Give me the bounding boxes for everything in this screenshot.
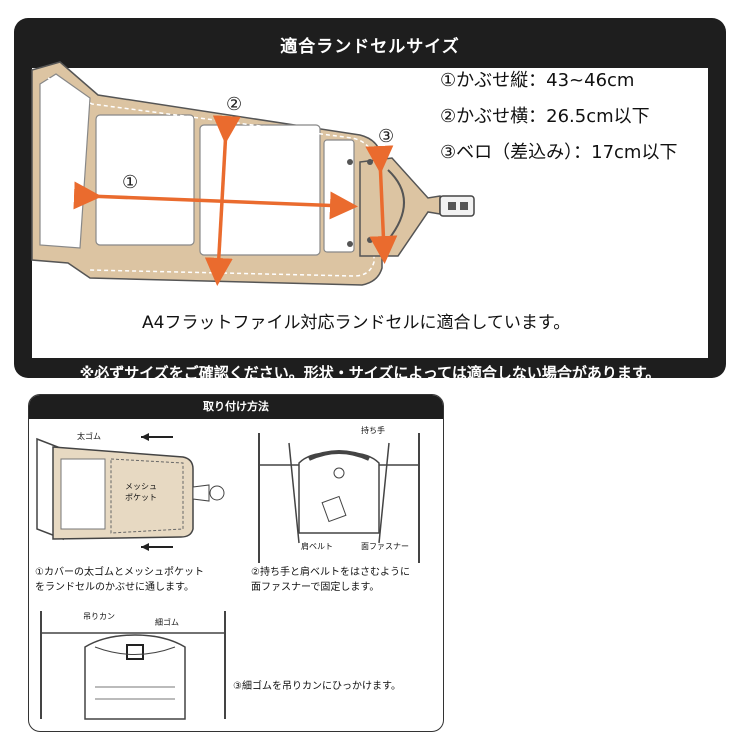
size-notice: ※必ずサイズをご確認ください。形状・サイズによっては適合しない場合があります。 <box>79 364 661 382</box>
label-handle: 持ち手 <box>361 426 385 435</box>
marker-1: ① <box>122 172 138 193</box>
label-fastener: 面ファスナー <box>361 542 409 551</box>
step3-text: ③細ゴムを吊りカンにひっかけます。 <box>233 681 401 692</box>
buckle <box>439 195 475 217</box>
label-thin-band: 細ゴム <box>155 618 179 627</box>
compatibility-note: A4フラットファイル対応ランドセルに適合しています。 <box>142 313 571 333</box>
spec-width: ②かぶせ横：26.5cm以下 <box>440 106 650 127</box>
step2-text: ②持ち手と肩ベルトをはさむように 面ファスナーで固定します。 <box>251 567 410 593</box>
marker-2: ② <box>226 94 242 115</box>
arrow-bero <box>365 145 398 264</box>
howto-panel: 取り付け方法 太ゴム メッシュ ポケット ①カバーの太ゴムとメッシュポケット を… <box>28 394 444 732</box>
spec-bero: ③ベロ（差込み）：17cm以下 <box>440 142 678 163</box>
spec-height: ①かぶせ縦：43~46cm <box>440 70 635 91</box>
label-thick-band: 太ゴム <box>77 432 101 441</box>
step3-illustration <box>40 611 226 720</box>
marker-3: ③ <box>378 126 394 147</box>
label-mesh-pocket: メッシュ ポケット <box>125 482 157 502</box>
step1-illustration <box>36 433 225 551</box>
step1-text: ①カバーの太ゴムとメッシュポケット をランドセルのかぶせに通します。 <box>35 567 204 593</box>
label-shoulder-belt: 肩ベルト <box>301 542 333 551</box>
size-panel-title: 適合ランドセルサイズ <box>280 37 460 57</box>
label-hook-ring: 吊りカン <box>83 612 115 621</box>
howto-title: 取り付け方法 <box>29 395 443 419</box>
step2-illustration <box>258 433 420 563</box>
arrow-width <box>204 115 241 286</box>
